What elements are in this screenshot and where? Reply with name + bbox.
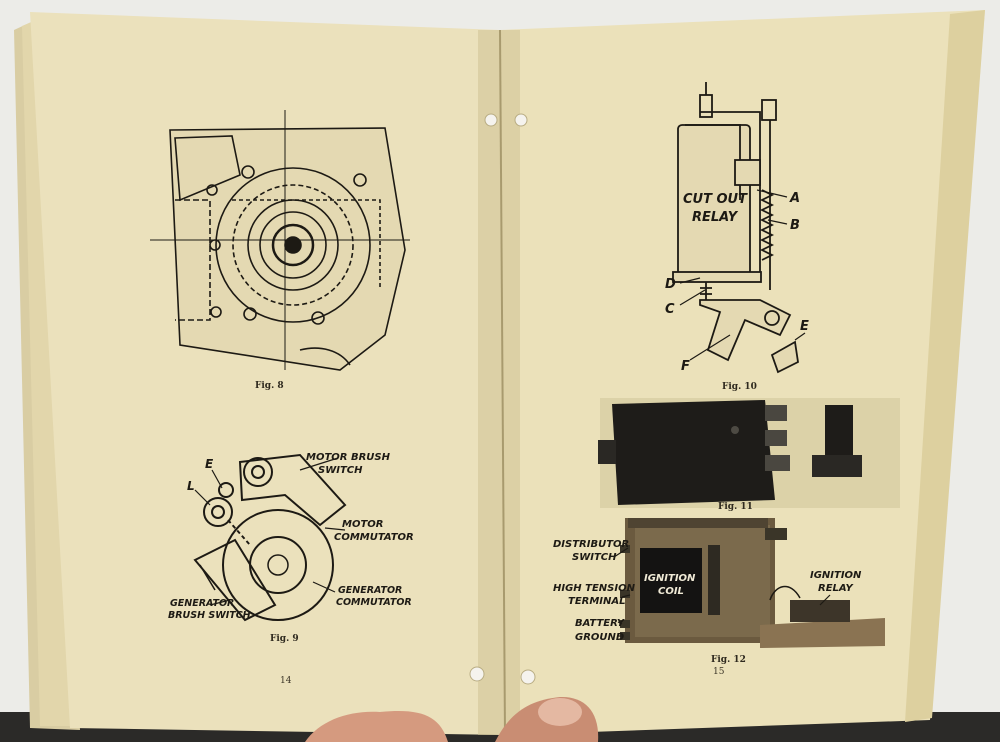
fig10-label-c: C [665,302,675,317]
fig10-label-e: E [800,319,809,334]
fig10-relay-1: CUT OUT [683,192,748,207]
fig10-caption: Fig. 10 [722,382,757,392]
fig9-motor-brush-2: SWITCH [318,465,363,476]
punch-hole [484,113,498,127]
fig11-photo [598,398,900,508]
fig12-photo [620,518,885,648]
punch-hole [514,113,528,127]
fig12-distributor-2: SWITCH [572,552,617,563]
fig9-label-l: L [187,479,195,493]
fig8-drawing [150,110,410,371]
fig9-motor-comm-1: MOTOR [342,519,383,530]
fig10-label-d: D [665,277,676,292]
fig8-caption: Fig. 8 [255,381,284,391]
fig12-coil-2: COIL [658,586,684,597]
fig12-ground: GROUND [575,632,624,643]
punch-hole [520,669,536,685]
fig9-gen-comm-2: COMMUTATOR [336,597,412,608]
fig12-coil-1: IGNITION [644,573,696,584]
left-page [30,12,505,735]
fig12-relay-1: IGNITION [810,570,862,581]
fig12-distributor-1: DISTRIBUTOR [553,539,629,550]
fig9-gen-comm-1: GENERATOR [338,585,402,596]
thumb [305,710,448,742]
fig9-motor-comm-2: COMMUTATOR [334,532,414,543]
fig10-label-b: B [790,218,800,233]
punch-hole [469,666,485,682]
fig9-gen-brush-2: BRUSH SWITCH [168,610,251,621]
fig10-leaders [679,189,806,361]
fig9-leaders [194,457,346,606]
fig11-caption: Fig. 11 [718,502,753,512]
fig10-label-f: F [681,359,690,374]
fig9-gen-brush-1: GENERATOR [170,598,234,609]
fig10-drawing [672,82,799,374]
right-page-number: 15 [713,667,725,677]
fig9-caption: Fig. 9 [270,634,299,644]
fig12-leaders [613,547,831,637]
fig9-drawing [193,453,347,622]
fig12-relay-2: RELAY [818,583,854,594]
fig9-motor-brush-1: MOTOR BRUSH [306,452,391,463]
fig9-label-e: E [205,457,214,471]
fig12-caption: Fig. 12 [711,655,746,665]
fig12-battery: BATTERY [575,618,626,629]
left-page-number: 14 [280,676,292,686]
fig10-label-a: A [789,191,800,206]
right-page [500,10,985,735]
fig12-high-tension-2: TERMINAL [568,596,626,607]
fig12-high-tension-1: HIGH TENSION [553,583,636,594]
fig10-relay-2: RELAY [692,210,739,225]
